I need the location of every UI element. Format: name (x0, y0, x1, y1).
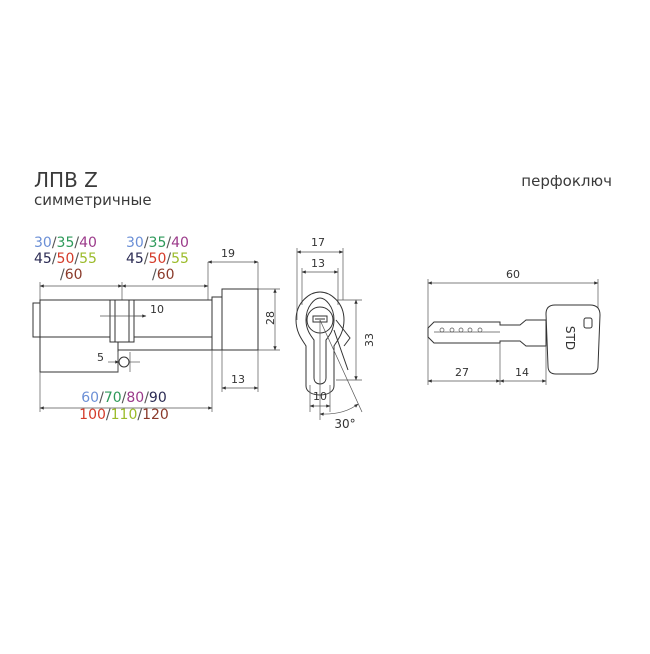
size-40-left: 40 (79, 235, 97, 251)
dim-17: 17 (311, 236, 325, 249)
key-mark-std: STD (563, 326, 577, 350)
size-30-right: 30 (126, 235, 144, 251)
size-row3-left: /60 (60, 267, 83, 283)
size-100-total: 100 (79, 407, 106, 423)
size-55-right: 55 (171, 251, 189, 267)
left-size-labels: 30/35/40 45/50/55 /60 30/35/40 45/50/55 … (34, 235, 189, 423)
size-50-right: 50 (149, 251, 167, 267)
key-dimples (439, 327, 483, 333)
dim-13-turn: 13 (231, 373, 245, 386)
cylinder-side-view: 19 28 10 5 13 (32, 247, 280, 412)
size-45-right: 45 (126, 251, 144, 267)
dim-5: 5 (97, 351, 104, 364)
size-45-left: 45 (34, 251, 52, 267)
size-55-left: 55 (79, 251, 97, 267)
product-title: ЛПВ Z (34, 168, 98, 192)
dim-13-front: 13 (311, 257, 325, 270)
size-80-total: 80 (126, 390, 144, 406)
dim-28: 28 (264, 311, 277, 325)
size-row3-right: /60 (152, 267, 175, 283)
size-35-right: 35 (149, 235, 167, 251)
key-type-title: перфоключ (521, 172, 612, 190)
size-30-left: 30 (34, 235, 52, 251)
size-50-left: 50 (57, 251, 75, 267)
dim-27: 27 (455, 366, 469, 379)
dim-10-cam: 10 (150, 303, 164, 316)
size-120-total: 120 (142, 407, 169, 423)
dim-14: 14 (515, 366, 529, 379)
size-60-right: 60 (157, 267, 175, 283)
total-length-row1: 60/70/80/90 (81, 390, 166, 406)
dim-19: 19 (221, 247, 235, 260)
size-35-left: 35 (57, 235, 75, 251)
perforated-key: 60 STD 27 14 (427, 268, 601, 385)
size-row2-left: 45/50/55 (34, 251, 97, 267)
size-row1-left: 30/35/40 (34, 235, 97, 251)
dim-angle: 30° (334, 417, 355, 431)
size-60-total: 60 (81, 390, 99, 406)
size-row2-right: 45/50/55 (126, 251, 189, 267)
cylinder-front-view: 17 13 33 10 30° (295, 236, 376, 431)
total-length-row2: 100/110/120 (79, 407, 169, 423)
size-90-total: 90 (149, 390, 167, 406)
size-70-total: 70 (104, 390, 122, 406)
dim-60: 60 (506, 268, 520, 281)
dim-33: 33 (363, 333, 376, 347)
size-40-right: 40 (171, 235, 189, 251)
size-110-total: 110 (111, 407, 138, 423)
product-subtitle: симметричные (34, 191, 152, 209)
size-row1-right: 30/35/40 (126, 235, 189, 251)
size-60-left: 60 (65, 267, 83, 283)
